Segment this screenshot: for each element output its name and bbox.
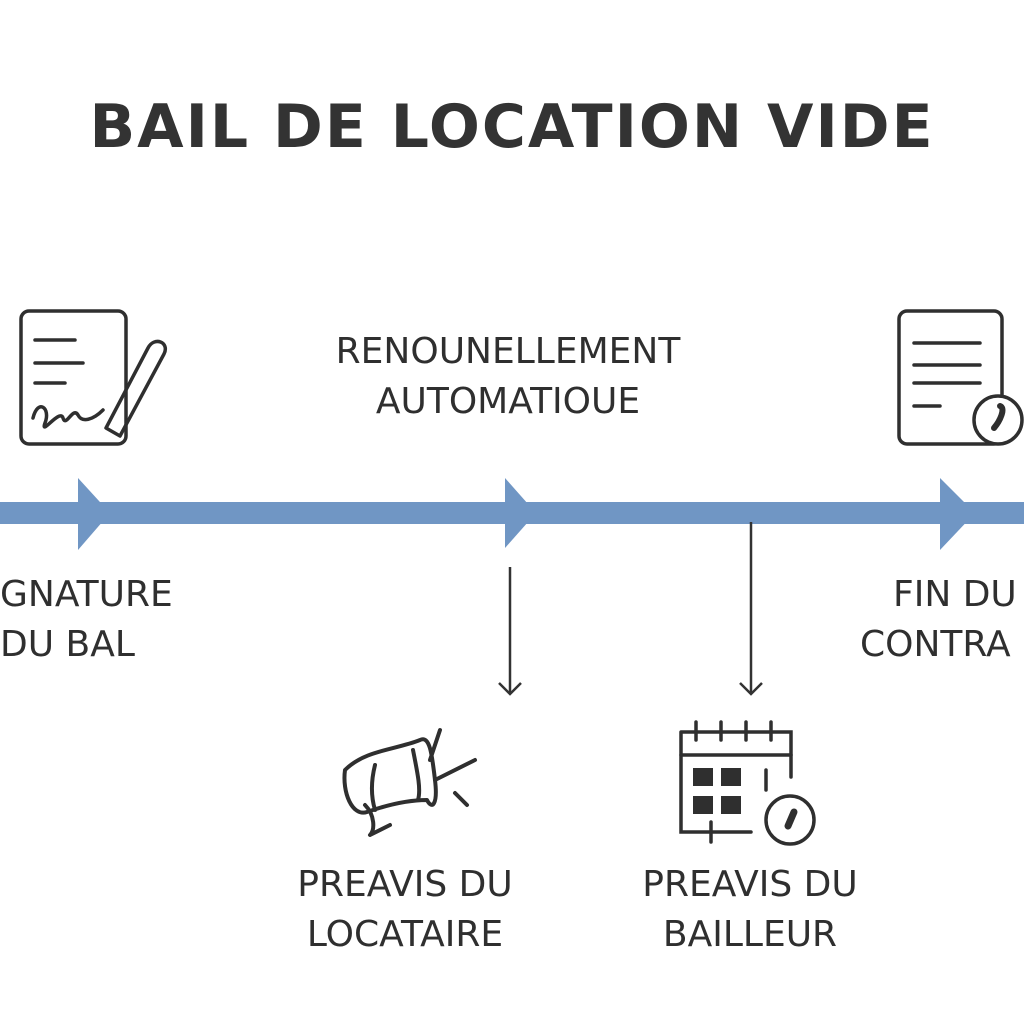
notice-label-bailleur: PREAVIS DU BAILLEUR <box>600 860 900 960</box>
timeline-arrow-1 <box>78 478 110 550</box>
label-line: AUTOMATIOUE <box>375 381 641 422</box>
label-line: PREAVIS DU <box>642 864 858 905</box>
milestone-label-renouvellement: RENOUNELLEMENT AUTOMATIOUE <box>258 327 758 427</box>
timeline-arrow-3 <box>940 478 975 550</box>
label-line: GNATURE <box>0 574 173 615</box>
milestone-label-signature: GNATURE DU BAL <box>0 570 173 670</box>
signed-document-icon <box>19 309 168 446</box>
page-title: BAIL DE LOCATION VIDE <box>89 92 935 162</box>
timeline <box>0 478 1024 550</box>
label-line: DU BAL <box>0 624 135 665</box>
label-line: RENOUNELLEMENT <box>335 331 681 372</box>
calendar-clock-icon <box>679 720 816 846</box>
label-line: FIN DU <box>893 574 1017 615</box>
timeline-arrow-2 <box>505 478 536 548</box>
megaphone-icon <box>342 728 477 837</box>
label-line: CONTRA <box>860 624 1011 665</box>
connector-locataire <box>498 567 522 696</box>
label-line: PREAVIS DU <box>297 864 513 905</box>
connector-bailleur <box>739 522 763 696</box>
notice-label-locataire: PREAVIS DU LOCATAIRE <box>255 860 555 960</box>
label-line: BAILLEUR <box>662 914 838 955</box>
milestone-label-fin: FIN DU CONTRA <box>860 570 1017 670</box>
label-line: LOCATAIRE <box>306 914 504 955</box>
contract-seal-icon <box>897 309 1024 446</box>
